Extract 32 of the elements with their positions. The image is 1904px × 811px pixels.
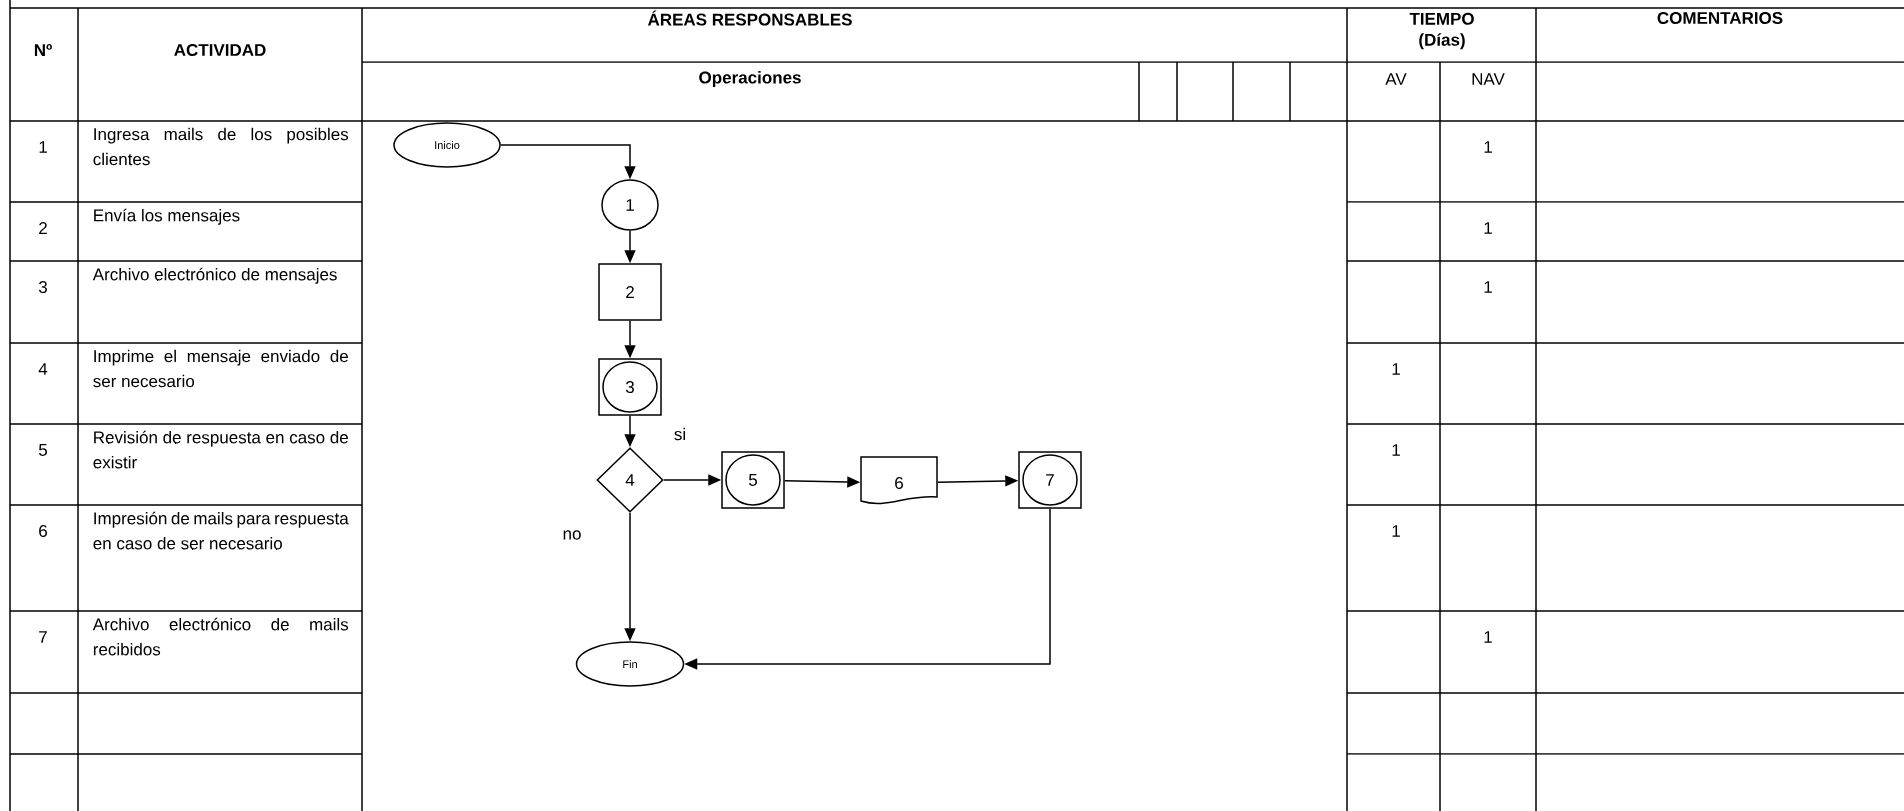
row-number: 6: [39, 525, 47, 537]
column-header: ACTIVIDAD: [174, 44, 266, 56]
time-value: 1: [1484, 222, 1492, 234]
time-value: 1: [1392, 525, 1400, 537]
row-number: 5: [38, 444, 47, 456]
row-number: 1: [39, 141, 47, 153]
activity-text: Archivo electrónico de mensajes: [92, 267, 337, 284]
edge-label: si: [672, 426, 688, 442]
inspection-square: 2: [598, 263, 662, 321]
edge-label: no: [561, 529, 583, 541]
time-value: 1: [1392, 444, 1400, 456]
time-value: 1: [1392, 363, 1400, 375]
time-value: 1: [1484, 281, 1492, 293]
activity-text: Envía los mensajes: [94, 208, 240, 225]
activity-text: Archivo electrónico de mails recibidos: [92, 617, 349, 656]
column-header: ÁREAS RESPONSABLES: [647, 10, 852, 26]
row-number: 2: [39, 222, 47, 234]
column-header: AV: [1385, 73, 1407, 85]
column-header: Nº: [34, 44, 52, 56]
row-number: 3: [38, 281, 47, 293]
time-value: 1: [1484, 141, 1492, 153]
activity-text: Imprime el mensaje enviado de ser necesario: [93, 349, 348, 388]
row-number: 7: [39, 631, 47, 643]
column-header: TIEMPO (Días): [1409, 12, 1474, 50]
activity-text: Ingresa mails de los posibles clientes: [93, 127, 349, 166]
column-header: NAV: [1472, 73, 1505, 85]
row-number: 4: [38, 363, 48, 375]
time-value: 1: [1484, 631, 1492, 643]
activity-text: Revisión de respuesta en caso de existir: [93, 430, 348, 469]
column-header: Operaciones: [699, 71, 801, 87]
column-header: COMENTARIOS: [1657, 12, 1783, 24]
activity-text: Impresión de mails para respuesta en caso de ser necesario: [93, 511, 349, 550]
